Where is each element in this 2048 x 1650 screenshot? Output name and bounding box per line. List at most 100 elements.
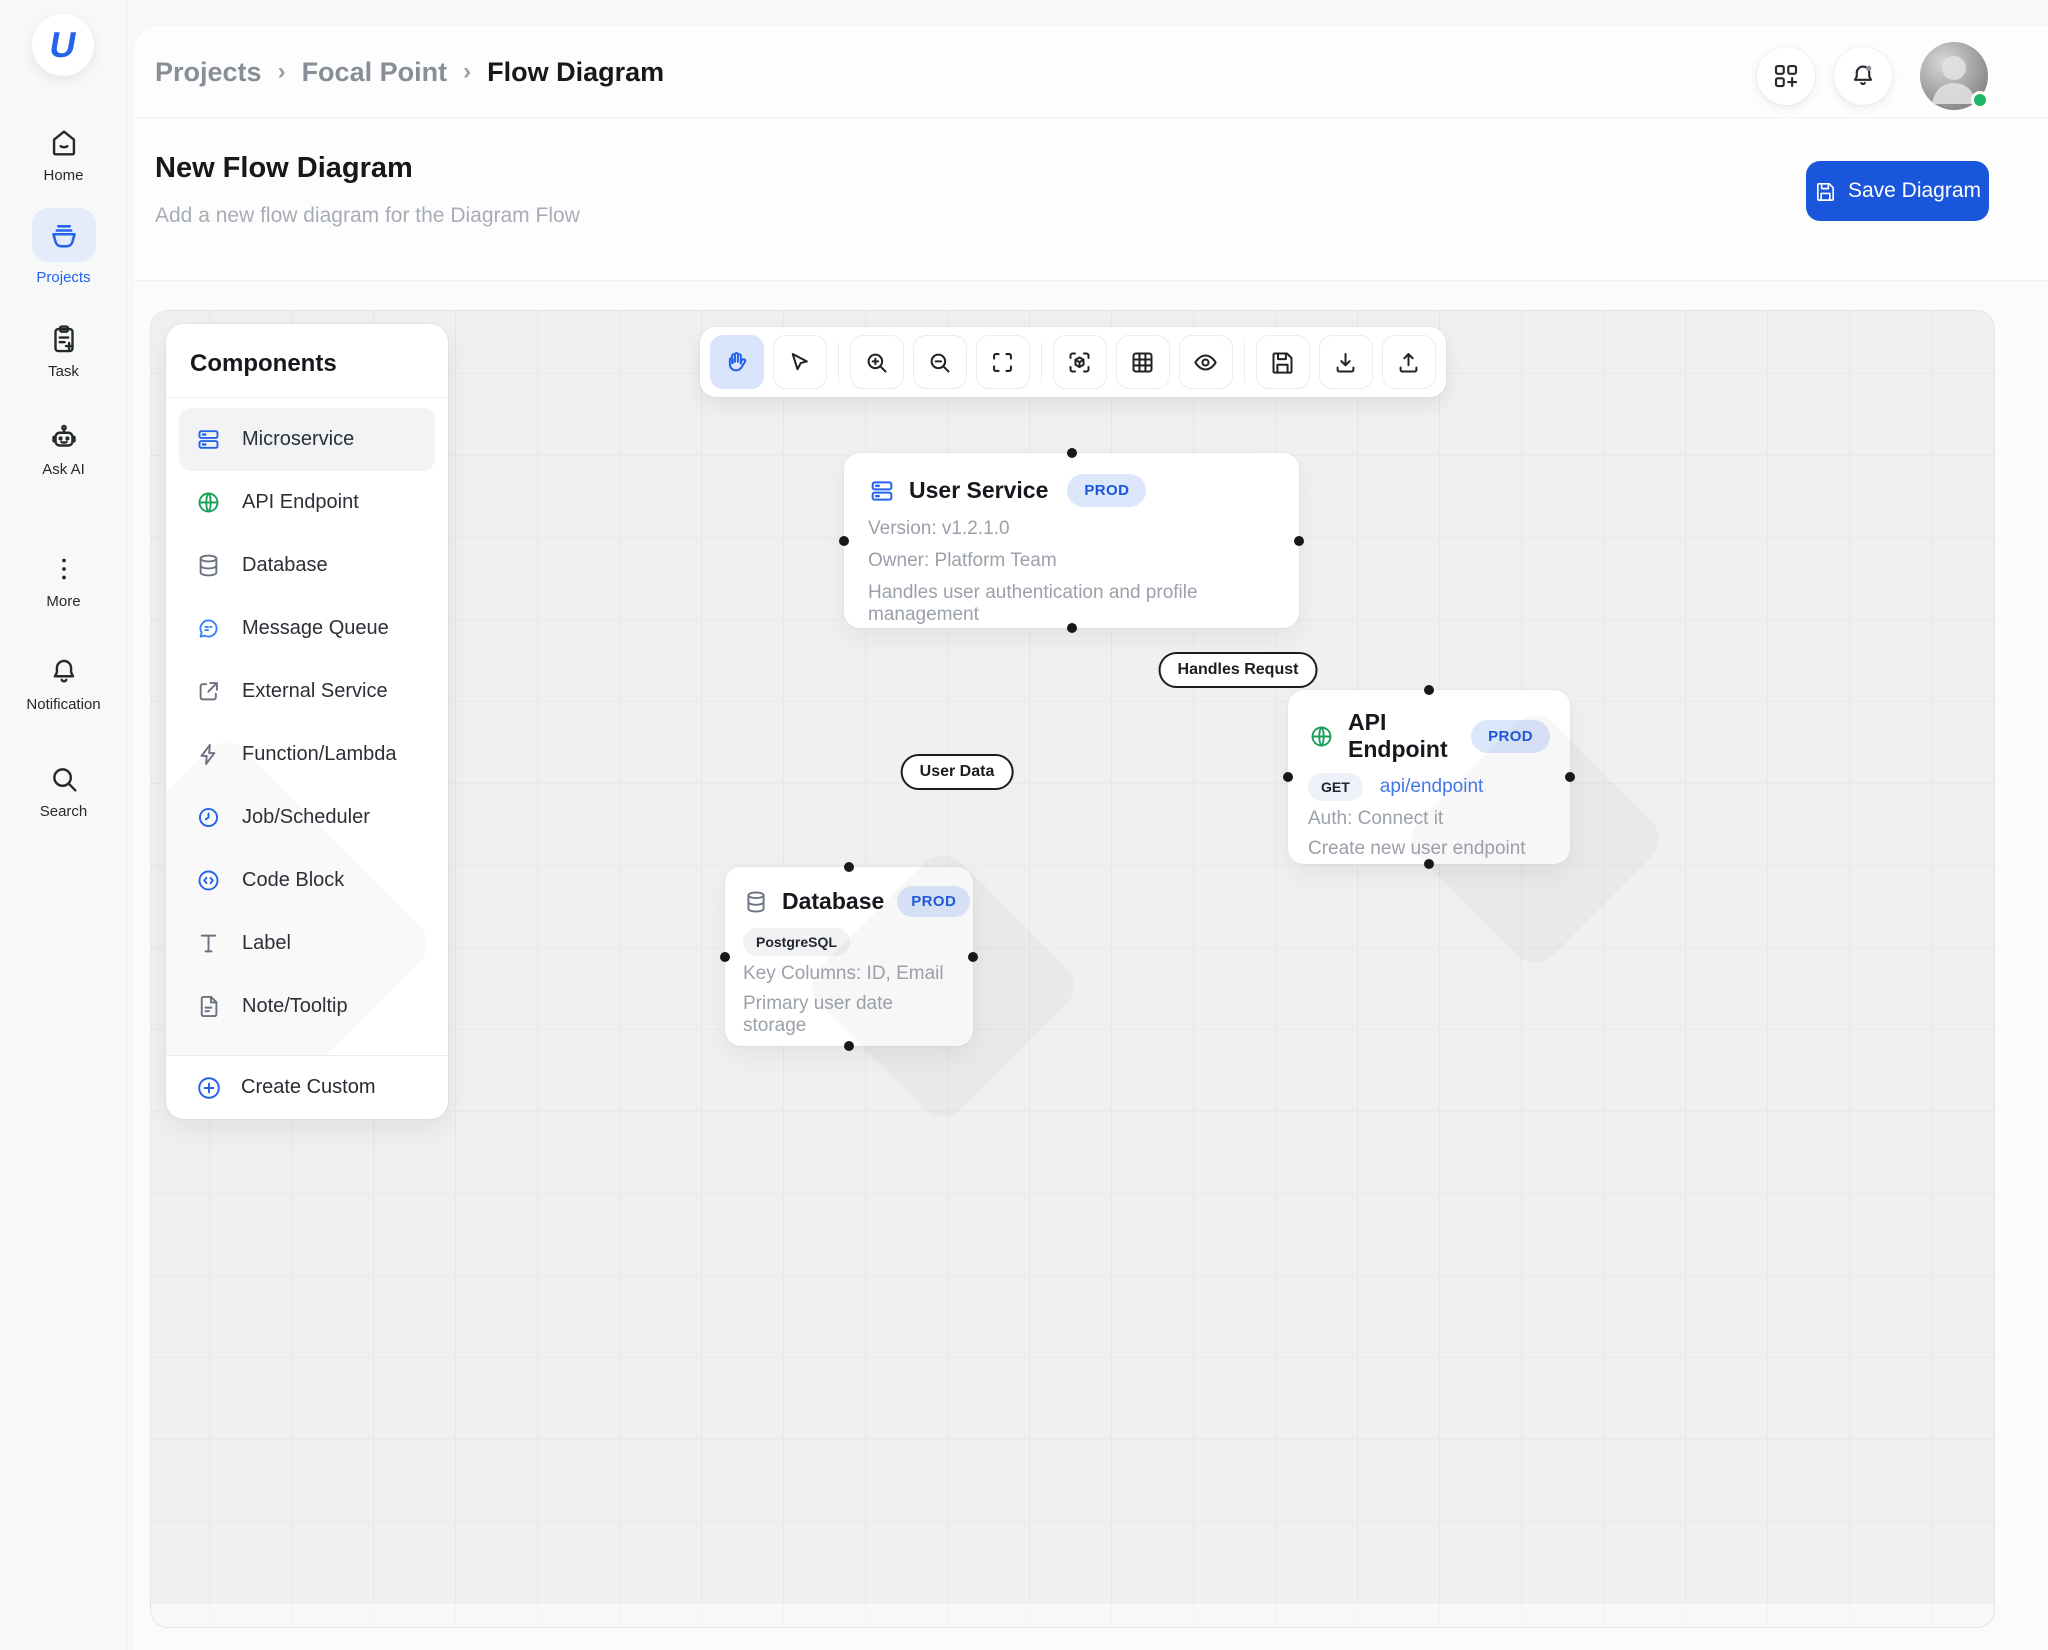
sidebar-item-label: Task: [48, 363, 79, 380]
toolbar-divider: [1040, 342, 1042, 382]
sidebar-item-label: Home: [43, 167, 84, 184]
lightning-icon: [195, 741, 222, 768]
eye-icon: [1192, 349, 1219, 376]
canvas-bottom-rail: [151, 1603, 1994, 1627]
floppy-icon: [1814, 180, 1837, 203]
component-item-microservice[interactable]: Microservice: [179, 408, 435, 471]
app-logo[interactable]: U: [32, 14, 94, 76]
handle-left[interactable]: [720, 951, 730, 962]
sidebar-item-projects[interactable]: Projects: [0, 208, 127, 286]
sidebar-item-label: Notification: [26, 696, 101, 713]
component-item-label: Label: [242, 932, 291, 954]
handle-right[interactable]: [968, 951, 978, 962]
bell-icon: [47, 655, 81, 689]
tool-zoom-out-button[interactable]: [912, 335, 967, 389]
node-api-endpoint[interactable]: API Endpoint PROD GET api/endpoint Auth:…: [1283, 685, 1670, 974]
diagram-canvas[interactable]: Components Microservice API Endpoint: [150, 310, 1995, 1628]
handle-bottom[interactable]: [1066, 623, 1077, 633]
endpoint-path-link[interactable]: api/endpoint: [1379, 776, 1484, 797]
component-item-note-tooltip[interactable]: Note/Tooltip: [179, 975, 435, 1038]
breadcrumb-projects[interactable]: Projects: [155, 56, 262, 87]
avatar[interactable]: [1920, 42, 1989, 110]
sidebar-item-more[interactable]: More: [0, 552, 127, 610]
tool-zoom-in-button[interactable]: [849, 335, 904, 389]
breadcrumb-focal-point[interactable]: Focal Point: [301, 56, 448, 87]
node-title: Database: [782, 888, 885, 914]
note-icon: [195, 993, 222, 1020]
zoom-in-icon: [863, 349, 890, 376]
component-item-label: Microservice: [242, 428, 355, 450]
node-field-owner: Owner: Platform Team: [868, 550, 1057, 571]
handle-top[interactable]: [1424, 685, 1434, 695]
zoom-out-icon: [926, 349, 953, 376]
component-item-api-endpoint[interactable]: API Endpoint: [179, 471, 435, 534]
code-circle-icon: [195, 867, 222, 894]
sidebar-item-label: Search: [39, 803, 88, 820]
sidebar-item-task[interactable]: Task: [0, 322, 127, 380]
node-title: User Service: [909, 477, 1049, 503]
component-item-function-lambda[interactable]: Function/Lambda: [179, 723, 435, 786]
tool-fit-view-button[interactable]: [975, 335, 1030, 389]
create-custom-label: Create Custom: [241, 1076, 376, 1098]
breadcrumb-separator: ›: [463, 58, 472, 85]
tool-select-cursor-button[interactable]: [772, 335, 827, 389]
tool-upload-button[interactable]: [1381, 335, 1436, 389]
edge-label-handles-request[interactable]: Handles Requst: [1158, 652, 1318, 688]
download-icon: [1332, 349, 1359, 376]
save-diagram-button[interactable]: Save Diagram: [1806, 161, 1989, 221]
sidebar-item-notification[interactable]: Notification: [0, 655, 127, 713]
boat-icon: [46, 217, 82, 253]
page-title: New Flow Diagram: [155, 152, 413, 184]
sidebar-item-home[interactable]: Home: [0, 126, 127, 184]
microservice-icon: [195, 426, 222, 453]
sidebar-item-search[interactable]: Search: [0, 762, 127, 820]
env-badge: PROD: [1471, 719, 1550, 753]
node-field-key-columns: Key Columns: ID, Email: [743, 963, 944, 984]
components-panel: Components Microservice API Endpoint: [166, 324, 448, 1119]
component-item-code-block[interactable]: Code Block: [179, 849, 435, 912]
handle-right[interactable]: [1294, 535, 1304, 546]
tool-download-button[interactable]: [1318, 335, 1373, 389]
component-item-label: Code Block: [242, 869, 345, 891]
plus-circle-icon: [195, 1074, 223, 1102]
globe-icon: [195, 489, 222, 516]
node-database[interactable]: Database PROD PostgreSQL Key Columns: ID…: [720, 844, 1085, 1128]
tool-focus-3d-button[interactable]: [1052, 335, 1107, 389]
sidebar-item-label: Ask AI: [42, 461, 85, 478]
components-panel-title: Components: [190, 350, 337, 377]
create-custom-button[interactable]: Create Custom: [166, 1055, 448, 1119]
floppy-icon: [1269, 349, 1296, 376]
pan-hand-icon: [723, 349, 750, 376]
handle-bottom[interactable]: [1424, 859, 1434, 869]
tool-save-button[interactable]: [1255, 335, 1310, 389]
component-item-external-service[interactable]: External Service: [179, 660, 435, 723]
handle-top[interactable]: [844, 862, 854, 872]
topbar: Projects › Focal Point › Flow Diagram: [133, 26, 2048, 118]
grid-icon: [1129, 349, 1156, 376]
sidebar-item-label: Projects: [36, 269, 91, 286]
search-icon: [47, 762, 81, 796]
component-item-database[interactable]: Database: [179, 534, 435, 597]
handle-right[interactable]: [1565, 772, 1575, 782]
edge-label-user-data[interactable]: User Data: [900, 754, 1014, 790]
tool-toggle-grid-button[interactable]: [1115, 335, 1170, 389]
node-field-version: Version: v1.2.1.0: [868, 518, 1010, 539]
apps-button[interactable]: [1757, 47, 1815, 105]
handle-top[interactable]: [1066, 448, 1077, 458]
notifications-button[interactable]: [1834, 47, 1892, 105]
component-item-label: Function/Lambda: [242, 743, 397, 765]
tool-pan-hand-button[interactable]: [709, 335, 764, 389]
component-item-job-scheduler[interactable]: Job/Scheduler: [179, 786, 435, 849]
focus-3d-icon: [1066, 349, 1093, 376]
node-user-service[interactable]: User Service PROD Version: v1.2.1.0 Owne…: [839, 448, 1304, 633]
handle-left[interactable]: [839, 535, 849, 546]
component-item-message-queue[interactable]: Message Queue: [179, 597, 435, 660]
handle-bottom[interactable]: [844, 1041, 854, 1051]
text-icon: [195, 930, 222, 957]
handle-left[interactable]: [1283, 772, 1293, 782]
sidebar-item-ask-ai[interactable]: Ask AI: [0, 420, 127, 478]
node-title: API Endpoint: [1348, 709, 1448, 762]
tool-preview-eye-button[interactable]: [1178, 335, 1233, 389]
component-item-label-tool[interactable]: Label: [179, 912, 435, 975]
robot-icon: [47, 420, 81, 454]
